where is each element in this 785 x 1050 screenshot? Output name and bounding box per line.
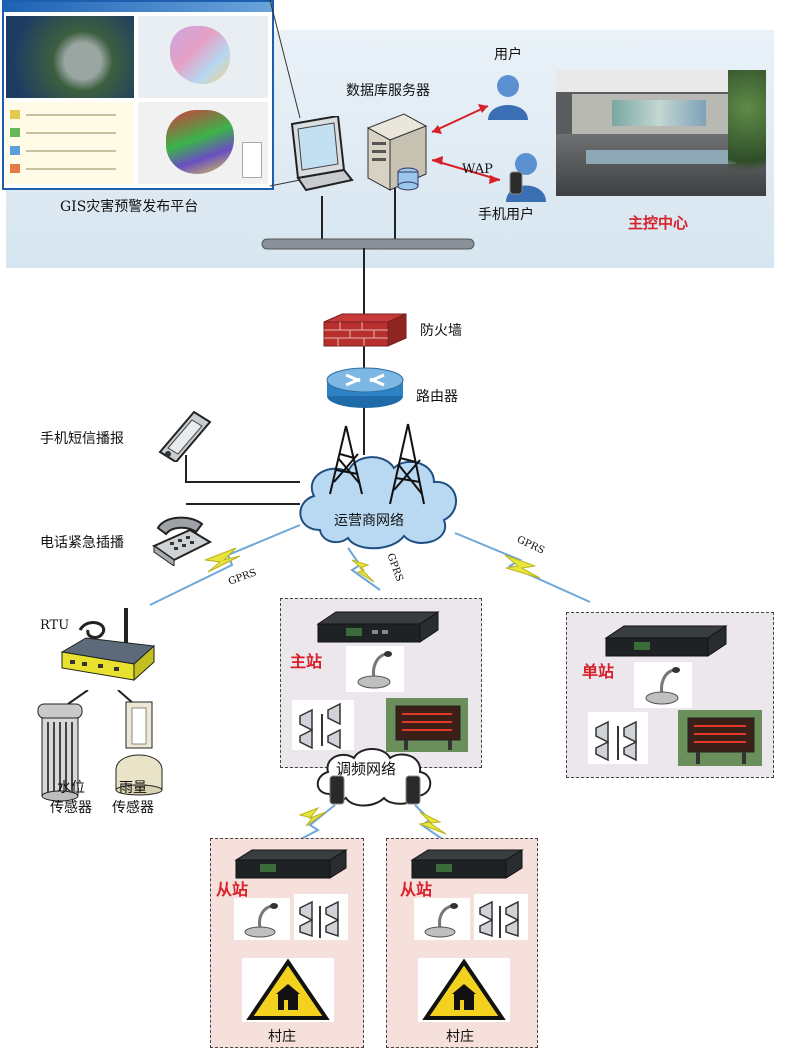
- mobile-user-icon: [506, 153, 546, 202]
- village-warning-sign-icon-2: [418, 958, 510, 1022]
- main-speakers-icon: [292, 700, 354, 750]
- gis-title-bar: [4, 2, 272, 12]
- rain-sensor-icon: [115, 690, 163, 796]
- sms-broadcast-label: 手机短信播报: [40, 431, 124, 447]
- slave-speakers-icon-2: [474, 894, 528, 940]
- water-sensor-label-line2: 传感器: [50, 800, 92, 816]
- rtu-device-icon: [60, 608, 156, 682]
- user-icon: [488, 75, 528, 120]
- slave-speakers-icon-1: [294, 894, 348, 940]
- single-led-display-icon: [678, 710, 762, 766]
- gis-platform-screenshot: [2, 0, 274, 190]
- db-server-label: 数据库服务器: [346, 83, 430, 99]
- satellite-map: [6, 16, 134, 98]
- single-broadcast-device-icon: [604, 625, 728, 657]
- rain-sensor-label-line1: 雨量: [119, 780, 147, 796]
- single-speakers-icon: [588, 712, 648, 764]
- carrier-network-cloud: [299, 423, 457, 550]
- main-broadcast-device-icon: [316, 611, 440, 643]
- gis-platform-label: GIS灾害预警发布平台: [60, 199, 199, 215]
- single-microphone-icon: [634, 662, 692, 708]
- wap-label: WAP: [462, 162, 493, 177]
- rain-sensor-label-line2: 传感器: [112, 800, 154, 816]
- database-server-icon: [366, 113, 428, 191]
- slave-broadcast-device-icon-2: [410, 849, 524, 879]
- village-warning-sign-icon-1: [242, 958, 334, 1022]
- sms-phone-icon: [158, 410, 212, 462]
- risk-map: [138, 102, 268, 184]
- phone-emergency-label: 电话紧急插播: [40, 535, 124, 551]
- village-label-2: 村庄: [446, 1029, 474, 1045]
- region-map: [138, 16, 268, 98]
- main-led-display-icon: [386, 698, 468, 752]
- slave-microphone-icon-1: [234, 898, 290, 940]
- water-sensor-label-line1: 水位: [57, 780, 85, 796]
- carrier-network-label: 运营商网络: [334, 513, 404, 529]
- slave-station-label-1: 从站: [216, 880, 249, 899]
- slave-station-label-2: 从站: [400, 880, 433, 899]
- main-station-label: 主站: [290, 652, 323, 671]
- router-icon: [326, 367, 404, 408]
- control-center-label: 主控中心: [628, 214, 689, 232]
- main-microphone-icon: [346, 646, 404, 692]
- slave-broadcast-device-icon-1: [234, 849, 348, 879]
- warning-list: [6, 102, 134, 184]
- rtu-label: RTU: [40, 618, 70, 633]
- desk-phone-icon: [151, 516, 212, 566]
- fm-network-label: 调频网络: [336, 760, 397, 778]
- water-sensor-label: 水位 传感器: [50, 778, 92, 818]
- village-label-1: 村庄: [268, 1029, 296, 1045]
- slave-microphone-icon-2: [414, 898, 470, 940]
- rain-sensor-label: 雨量 传感器: [112, 778, 154, 818]
- single-station-label: 单站: [582, 662, 615, 681]
- router-label: 路由器: [416, 389, 458, 405]
- monitor-icon: [290, 116, 354, 192]
- water-sensor-icon: [37, 690, 89, 802]
- mobile-user-label: 手机用户: [478, 207, 534, 223]
- fm-network-cloud: [316, 748, 432, 807]
- firewall-icon: [323, 313, 407, 347]
- firewall-label: 防火墙: [420, 323, 462, 339]
- user-label: 用户: [494, 47, 522, 63]
- control-center-photo: [556, 70, 766, 196]
